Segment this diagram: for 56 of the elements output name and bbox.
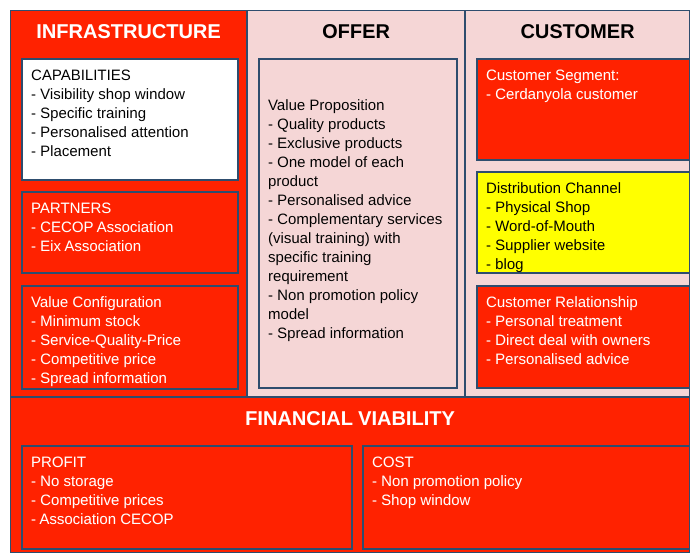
content-box	[21, 285, 239, 390]
content-box	[21, 445, 353, 550]
list-item: - Spread information	[267, 324, 405, 343]
list-item: - Visibility shop window	[30, 85, 186, 104]
list-item: - Exclusive products	[267, 134, 404, 153]
list-item: - Cerdanyola customer	[485, 85, 639, 104]
list-item: - Non promotion policy model	[267, 286, 420, 324]
list-item: - Shop window	[371, 491, 472, 510]
list-item: - blog	[485, 255, 525, 274]
list-item: - Personalised advice	[485, 350, 630, 369]
list-item: - Competitive prices	[30, 491, 165, 510]
box-heading: Value Proposition	[267, 96, 386, 115]
box-heading: Customer Segment:	[485, 66, 620, 85]
section-title: OFFER	[321, 21, 391, 44]
content-box	[476, 285, 690, 389]
section-title: CUSTOMER	[519, 21, 636, 44]
list-item: - Supplier website	[485, 236, 606, 255]
box-heading: CAPABILITIES	[30, 66, 132, 85]
list-item: - Direct deal with owners	[485, 331, 652, 350]
list-item: - One model of each product	[267, 153, 405, 191]
section-panel	[10, 10, 247, 397]
list-item: - CECOP Association	[30, 218, 174, 237]
box-heading: Customer Relationship	[485, 293, 639, 312]
section-title: FINANCIAL VIABILITY	[244, 408, 456, 431]
list-item: - Complementary services (visual training) with specific training requirement	[267, 210, 444, 286]
list-item: - Service-Quality-Price	[30, 331, 182, 350]
list-item: - Quality products	[267, 115, 387, 134]
content-box	[362, 445, 690, 550]
list-item: - Personalised advice	[267, 191, 412, 210]
list-item: - Minimum stock	[30, 312, 142, 331]
list-item: - Placement	[30, 142, 112, 161]
list-item: - Physical Shop	[485, 198, 592, 217]
content-box	[258, 58, 458, 389]
list-item: - Word-of-Mouth	[485, 217, 596, 236]
content-box	[476, 58, 690, 161]
list-item: - Non promotion policy	[371, 472, 524, 491]
section-panel	[465, 10, 690, 397]
list-item: - Specific training	[30, 104, 148, 123]
section-title: INFRASTRUCTURE	[35, 21, 222, 44]
box-heading: Distribution Channel	[485, 179, 622, 198]
content-box	[21, 58, 239, 181]
list-item: - Eix Association	[30, 237, 142, 256]
box-heading: PROFIT	[30, 453, 87, 472]
list-item: - Spread information	[30, 369, 168, 388]
box-heading: COST	[371, 453, 415, 472]
list-item: - Competitive price	[30, 350, 158, 369]
section-panel	[10, 397, 690, 553]
box-heading: Value Configuration	[30, 293, 163, 312]
list-item: - Association CECOP	[30, 510, 175, 529]
list-item: - Personalised attention	[30, 123, 190, 142]
content-box	[21, 191, 239, 274]
box-heading: PARTNERS	[30, 199, 112, 218]
list-item: - Personal treatment	[485, 312, 623, 331]
section-panel	[247, 10, 465, 397]
list-item: - No storage	[30, 472, 115, 491]
content-box	[476, 171, 690, 274]
